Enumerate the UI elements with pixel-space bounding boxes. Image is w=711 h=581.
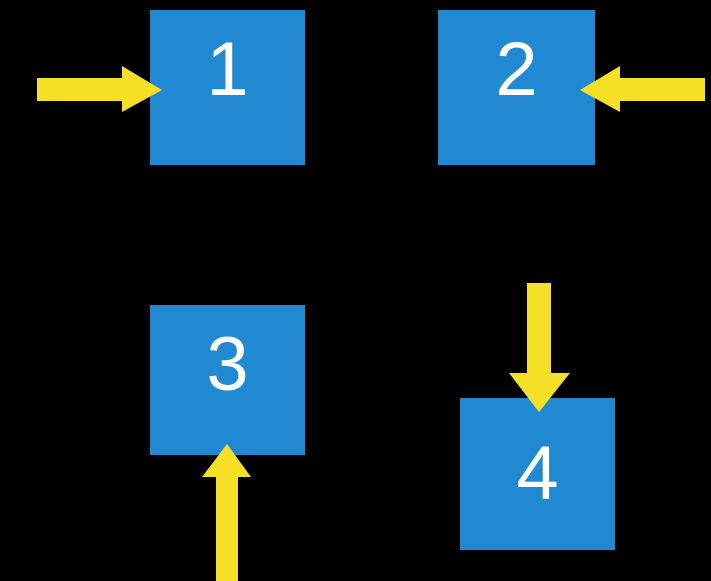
arrow-right-into-node-1[interactable] (37, 66, 162, 112)
arrow-down-into-node-4[interactable] (509, 283, 570, 412)
node-label-2: 2 (495, 27, 538, 112)
node-block-3[interactable]: 3 (150, 305, 305, 455)
node-label-4: 4 (516, 431, 559, 516)
node-label-3: 3 (206, 322, 249, 407)
node-block-1[interactable]: 1 (150, 10, 305, 165)
arrow-up-into-node-3[interactable] (202, 444, 251, 581)
node-block-2[interactable]: 2 (438, 10, 595, 165)
node-label-1: 1 (206, 27, 249, 112)
arrow-left-into-node-2[interactable] (580, 66, 705, 112)
node-block-4[interactable]: 4 (460, 398, 615, 550)
